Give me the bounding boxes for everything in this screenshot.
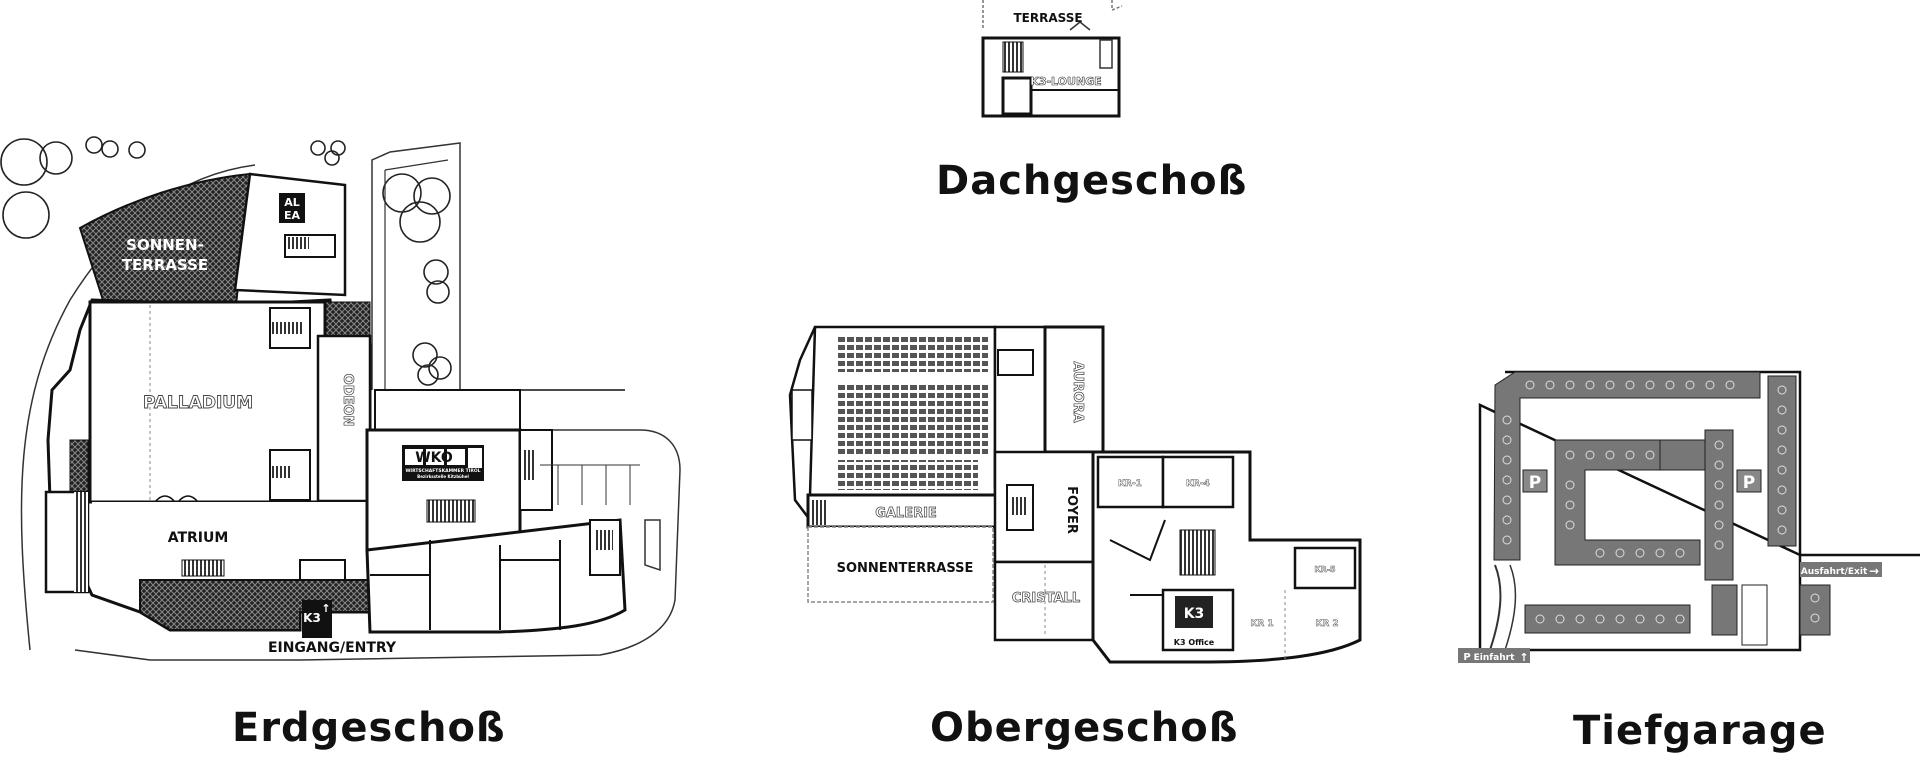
tree-icons: [0, 136, 452, 386]
garage-floor-plan: P P Ausfahrt/Exit → P Einfahrt ↑: [1458, 370, 1920, 664]
sun-terrace-label-1: SONNEN-: [126, 236, 204, 254]
wko-logo-text: WKO: [415, 450, 453, 466]
kr4-label: KR-4: [1186, 479, 1210, 489]
aurora-label: AURORA: [1070, 361, 1085, 422]
k3-arrow-icon: ↑: [321, 602, 330, 615]
foyer-label: FOYER: [1064, 486, 1079, 534]
entry-parking-icon: P: [1463, 652, 1470, 663]
upper-floor-title: Obergeschoß: [930, 705, 1239, 751]
k3-office-label: K3 Office: [1174, 638, 1215, 647]
entry-garage-label: Einfahrt: [1474, 653, 1515, 663]
ground-floor-plan: SONNEN- TERRASSE AL EA PALLADIUM ODEON W…: [0, 136, 681, 661]
entry-label: EINGANG/ENTRY: [268, 640, 397, 656]
upper-floor-plan: AURORA GALERIE FOYER SONNENTERRASSE CRIS…: [788, 325, 1362, 664]
kr2-label: KR 2: [1315, 619, 1338, 629]
atrium-label: ATRIUM: [168, 530, 229, 546]
galerie-label: GALERIE: [875, 506, 937, 521]
alea-logo-text-1: AL: [284, 196, 300, 209]
kr-small-label: KR-5: [1314, 565, 1336, 574]
roof-floor-plan: TERRASSE K3-LOUNGE: [981, 0, 1123, 118]
garage-floor-title: Tiefgarage: [1573, 708, 1827, 754]
cristall-label: CRISTALL: [1012, 591, 1080, 606]
kr1-top-label: KR-1: [1118, 479, 1142, 489]
roof-floor-title: Dachgeschoß: [936, 158, 1248, 204]
alea-logo-text-2: EA: [284, 209, 301, 222]
ground-floor-title: Erdgeschoß: [232, 705, 506, 751]
entry-arrow-icon: ↑: [1519, 651, 1528, 664]
parking-icon-left: P: [1529, 473, 1541, 493]
k3-office-logo: K3: [1184, 606, 1205, 622]
parking-icon-right: P: [1743, 473, 1755, 493]
roof-lounge-label: K3-LOUNGE: [1030, 75, 1101, 88]
k3-logo-text: K3: [303, 611, 321, 625]
wko-subtitle-1: WIRTSCHAFTSKAMMER TIROL: [405, 468, 480, 474]
odeon-label: ODEON: [340, 374, 355, 427]
kr1-label: KR 1: [1250, 619, 1273, 629]
wko-subtitle-2: Bezirksstelle Kitzbühel: [417, 474, 469, 479]
roof-terrace-label: TERRASSE: [1013, 11, 1082, 25]
palladium-label: PALLADIUM: [143, 393, 253, 413]
sun-terrace-upper-label: SONNENTERRASSE: [837, 561, 974, 576]
sun-terrace-label-2: TERRASSE: [122, 256, 208, 274]
exit-arrow-icon: →: [1869, 564, 1879, 578]
exit-label: Ausfahrt/Exit: [1801, 567, 1868, 577]
